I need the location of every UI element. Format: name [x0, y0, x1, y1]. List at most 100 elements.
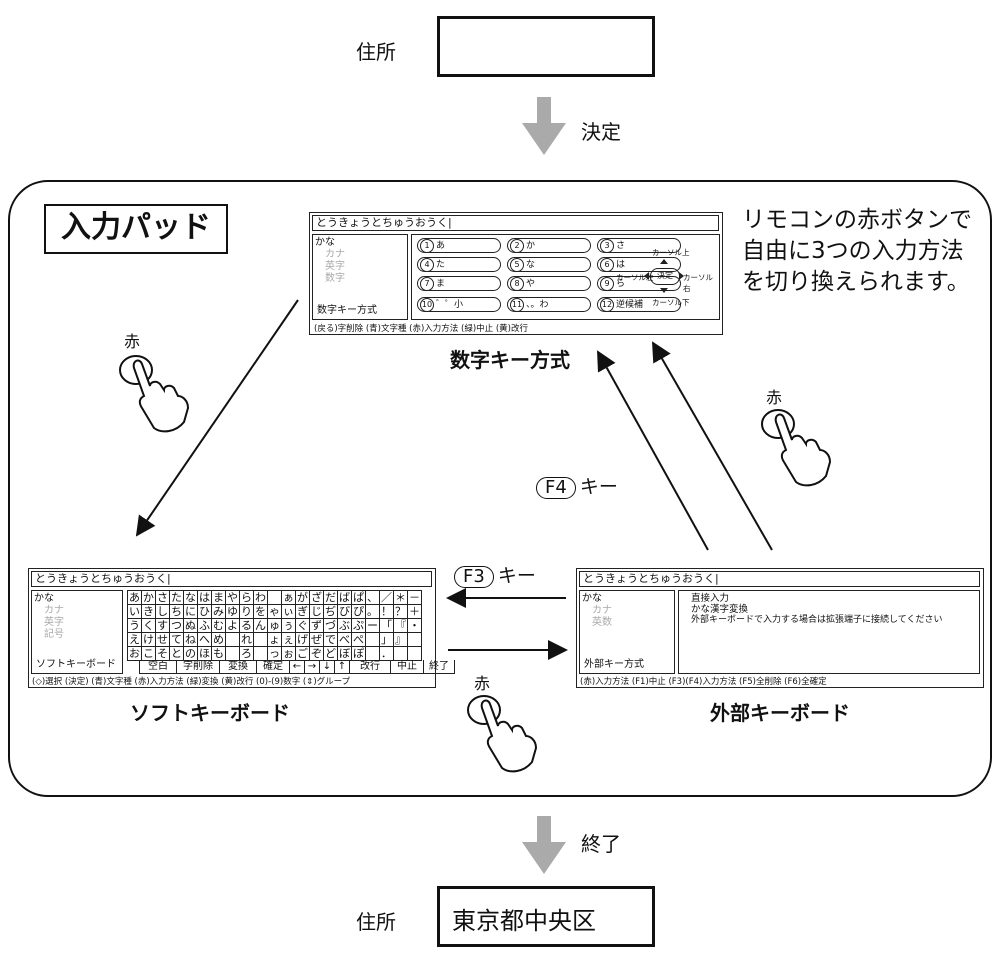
soft-key[interactable]: ぅ [282, 619, 296, 633]
soft-key[interactable]: ゃ [268, 605, 282, 619]
soft-key[interactable]: ご [296, 647, 310, 661]
soft-key[interactable]: べ [338, 633, 352, 647]
mode-kana[interactable]: かな [582, 593, 602, 604]
soft-key[interactable]: に [184, 605, 198, 619]
soft-key[interactable]: こ [142, 647, 156, 661]
soft-key[interactable]: で [324, 633, 338, 647]
soft-key[interactable]: ぐ [296, 619, 310, 633]
soft-key[interactable]: ＊ [394, 591, 408, 605]
soft-function-key[interactable]: 変換 [220, 660, 257, 674]
soft-key[interactable]: す [156, 619, 170, 633]
soft-key[interactable]: ぺ [352, 633, 366, 647]
soft-key[interactable]: ぜ [310, 633, 324, 647]
soft-key[interactable]: ろ [240, 647, 254, 661]
soft-key[interactable]: み [212, 605, 226, 619]
soft-function-key[interactable]: ← [290, 660, 305, 674]
soft-key[interactable]: ふ [198, 619, 212, 633]
mode-katakana[interactable]: カナ [592, 605, 612, 616]
soft-function-key[interactable]: → [305, 660, 320, 674]
mode-suji[interactable]: 数字 [325, 273, 345, 284]
soft-key[interactable]: ょ [268, 633, 282, 647]
soft-key[interactable]: ん [254, 619, 268, 633]
soft-key[interactable]: ゅ [268, 619, 282, 633]
soft-key[interactable]: ・ [408, 619, 422, 633]
soft-key[interactable]: と [170, 647, 184, 661]
mode-kana[interactable]: かな [34, 593, 54, 604]
soft-key[interactable]: っ [268, 647, 282, 661]
soft-key[interactable]: げ [296, 633, 310, 647]
soft-key[interactable]: ぁ [282, 591, 296, 605]
soft-key[interactable]: め [212, 633, 226, 647]
soft-function-key[interactable]: 終了 [424, 660, 455, 674]
soft-key[interactable]: の [184, 647, 198, 661]
soft-key[interactable]: ． [380, 647, 394, 661]
soft-key[interactable]: ら [240, 591, 254, 605]
num-key-10[interactable]: 10゛゜小 [417, 297, 501, 312]
soft-key[interactable]: き [142, 605, 156, 619]
soft-key[interactable]: を [254, 605, 268, 619]
soft-key[interactable]: ？ [394, 605, 408, 619]
soft-key[interactable]: さ [156, 591, 170, 605]
soft-key[interactable]: ば [338, 591, 352, 605]
soft-function-key[interactable]: 中止 [391, 660, 424, 674]
soft-key[interactable] [408, 633, 422, 647]
mode-kana[interactable]: かな [315, 237, 335, 248]
soft-key[interactable]: 。 [366, 605, 380, 619]
soft-key[interactable]: な [184, 591, 198, 605]
mode-eisu[interactable]: 英数 [592, 617, 612, 628]
soft-key[interactable]: じ [310, 605, 324, 619]
soft-key[interactable]: し [156, 605, 170, 619]
soft-key[interactable]: ぶ [338, 619, 352, 633]
soft-key[interactable]: ぉ [282, 647, 296, 661]
soft-key[interactable]: ぃ [282, 605, 296, 619]
soft-key[interactable]: ぢ [324, 605, 338, 619]
soft-function-key[interactable]: 空白 [140, 660, 177, 674]
soft-key[interactable]: あ [128, 591, 142, 605]
soft-key[interactable]: ど [324, 647, 338, 661]
soft-key[interactable]: ぼ [338, 647, 352, 661]
soft-key[interactable]: ぬ [184, 619, 198, 633]
mode-katakana[interactable]: カナ [325, 249, 345, 260]
soft-key[interactable]: ぇ [282, 633, 296, 647]
bottom-address-field[interactable]: 東京都中央区 [437, 886, 655, 947]
soft-key[interactable]: ち [170, 605, 184, 619]
soft-function-key[interactable]: ↑ [335, 660, 350, 674]
soft-key[interactable]: わ [254, 591, 268, 605]
soft-key[interactable]: せ [156, 633, 170, 647]
mode-kigo[interactable]: 記号 [44, 629, 64, 640]
soft-key[interactable]: が [296, 591, 310, 605]
soft-key[interactable]: い [128, 605, 142, 619]
soft-key[interactable]: お [128, 647, 142, 661]
soft-key[interactable]: ぷ [352, 619, 366, 633]
soft-key[interactable]: れ [240, 633, 254, 647]
soft-key[interactable]: 』 [394, 633, 408, 647]
soft-key[interactable]: は [198, 591, 212, 605]
soft-key[interactable]: ぴ [352, 605, 366, 619]
soft-key[interactable]: だ [324, 591, 338, 605]
soft-key[interactable] [268, 591, 282, 605]
soft-key[interactable] [226, 633, 240, 647]
soft-key[interactable] [366, 647, 380, 661]
soft-key[interactable]: ぞ [310, 647, 324, 661]
soft-key[interactable]: ＋ [408, 605, 422, 619]
soft-key[interactable]: つ [170, 619, 184, 633]
soft-key[interactable]: て [170, 633, 184, 647]
mode-katakana[interactable]: カナ [44, 605, 64, 616]
top-address-field[interactable] [437, 16, 655, 77]
soft-key[interactable]: そ [156, 647, 170, 661]
soft-key[interactable]: け [142, 633, 156, 647]
soft-key[interactable]: も [212, 647, 226, 661]
soft-key[interactable]: ざ [310, 591, 324, 605]
soft-function-key[interactable]: ↓ [320, 660, 335, 674]
soft-key[interactable]: － [408, 591, 422, 605]
soft-key[interactable]: へ [198, 633, 212, 647]
soft-key[interactable]: ず [310, 619, 324, 633]
soft-key[interactable]: ー [366, 619, 380, 633]
soft-key[interactable]: や [226, 591, 240, 605]
